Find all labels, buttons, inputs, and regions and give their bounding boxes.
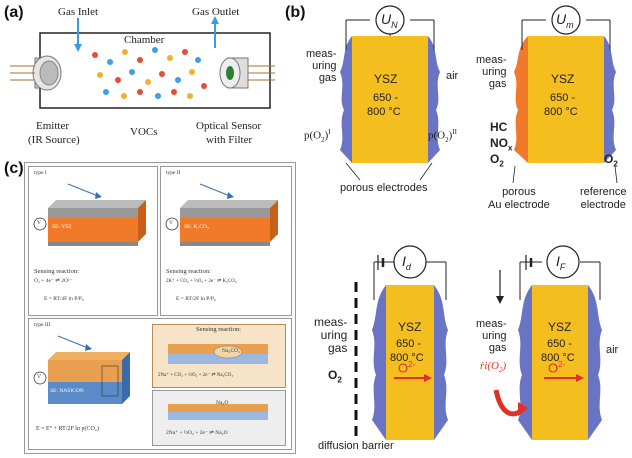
un-label: UN (381, 11, 398, 30)
na2co3-label: Na₂CO₃ (222, 348, 240, 354)
voc-molecules (92, 47, 207, 99)
eq1-label: O₂ + 4e⁻ ⇌ 2O²⁻ (34, 278, 73, 284)
po2-i-label: p(O2)I (304, 128, 331, 144)
type-i-illustration (33, 183, 146, 246)
type-iii-reaction-b-illustration (168, 404, 268, 420)
emitter-sub-label: (IR Source) (28, 134, 80, 146)
chamber-label: Chamber (124, 34, 165, 46)
type-ii-illustration (165, 183, 278, 246)
type-iii-illustration (33, 335, 130, 404)
ysz-label-1: YSZ (374, 72, 398, 86)
id-label: Id (402, 253, 411, 272)
gas-outlet-label: Gas Outlet (192, 6, 240, 18)
se-nasicon-label: SE: NASICON (50, 388, 84, 394)
nox-label: NOx (490, 136, 513, 153)
eq1-nernst-label: E = RT/4F ln P/P₀ (44, 296, 84, 302)
na2o-label: Na₂O (216, 400, 229, 406)
sensing-reaction-1: Sensing reaction: (34, 268, 79, 275)
temp-label-1a: 650 - (373, 92, 399, 104)
eq2-nernst-label: E = RT/2F ln P/P₀ (176, 296, 216, 302)
temp-label-2b: 800 °C (544, 106, 578, 118)
temp-label-3b: 800 °C (390, 352, 424, 364)
o2-ion-label-1: O2- (398, 360, 416, 376)
o2-right-label: O2 (604, 152, 618, 169)
type-i-label: type I (34, 170, 47, 176)
eq2-label: 2K⁺ + CO₂ + ½O₂ + 2e⁻ ⇌ K₂CO₃ (166, 279, 237, 284)
po2-ii-label: p(O2)II (428, 128, 457, 144)
panel-a-chamber-diagram (10, 16, 275, 109)
temp-label-4a: 650 - (547, 338, 573, 350)
emitter-label: Emitter (36, 120, 69, 132)
o2-mid-label: O2 (328, 368, 342, 385)
type-ii-v: V (169, 220, 173, 226)
ri-o2-label: ṙi(O2) (480, 360, 507, 375)
temp-label-1b: 800 °C (367, 106, 401, 118)
ysz-label-3: YSZ (398, 320, 422, 334)
hc-label: HC (490, 120, 508, 134)
ysz-label-4: YSZ (548, 320, 572, 334)
sensing-reaction-2: Sensing reaction: (166, 268, 211, 275)
temp-label-3a: 650 - (396, 338, 422, 350)
panel-label-c: (c) (4, 160, 24, 177)
sensing-reaction-3: Sensing reaction: (196, 326, 241, 333)
ysz-label-2: YSZ (551, 72, 575, 86)
um-label: Um (556, 11, 574, 30)
type-ii-label: type II (166, 170, 181, 176)
se-ysz-label: SE: YSZ (52, 224, 72, 230)
vocs-label: VOCs (130, 126, 158, 138)
eq3a-label: 2Na⁺ + CO₂ + ½O₂ + 2e⁻ ⇌ Na₂CO₃ (158, 373, 234, 378)
o2-left-label: O2 (490, 152, 504, 169)
temp-label-4b: 800 °C (541, 352, 575, 364)
sensor-sub-label: with Filter (206, 134, 253, 146)
type-iii-v: V (37, 374, 41, 380)
type-iii-reaction-a-illustration (168, 344, 268, 364)
air-label-1: air (446, 70, 459, 82)
panel-label-b: (b) (285, 4, 306, 21)
type-i-v: V (37, 220, 41, 226)
panel-label-a: (a) (4, 4, 24, 21)
o2-ion-label-2: O2- (548, 360, 566, 376)
porous-electrodes-label: porous electrodes (340, 182, 428, 194)
gas-inlet-label: Gas Inlet (58, 6, 99, 18)
eq3-nernst-label: E = E° + RT/2F ln p(CO₂) (36, 426, 99, 432)
type-iii-label: type III (34, 322, 51, 328)
if-label: IF (556, 253, 566, 272)
sensor-label: Optical Sensor (196, 120, 262, 132)
diffusion-barrier-label: diffusion barrier (318, 440, 394, 452)
temp-label-2a: 650 - (550, 92, 576, 104)
air-label-2: air (606, 344, 619, 356)
se-k2co3-label: SE: K₂CO₃ (184, 224, 209, 230)
eq3b-label: 2Na⁺ + ½O₂ + 2e⁻ ⇌ Na₂O (166, 430, 228, 436)
